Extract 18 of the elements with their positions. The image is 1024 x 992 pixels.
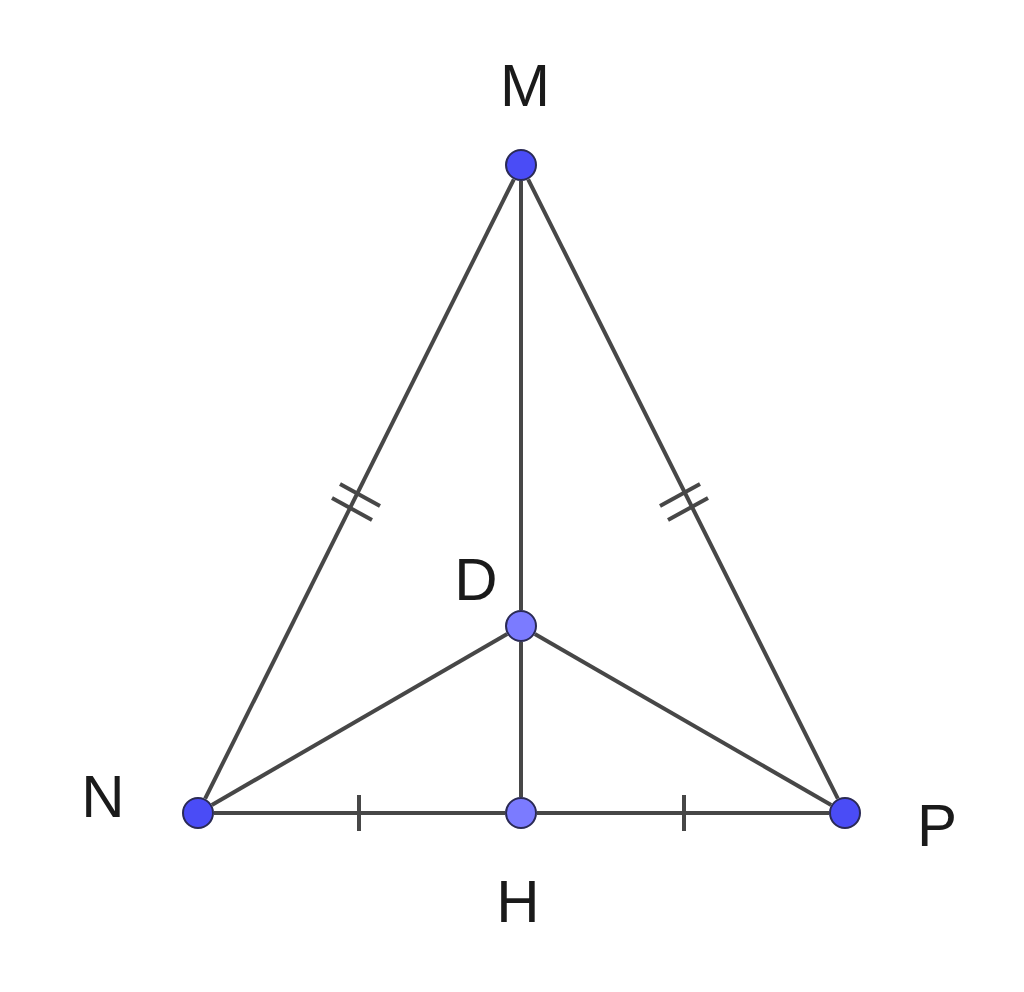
point-dot bbox=[829, 797, 861, 829]
line-segment bbox=[210, 632, 509, 807]
point-dot bbox=[505, 610, 537, 642]
line-segment bbox=[519, 642, 523, 797]
point-dot bbox=[505, 149, 537, 181]
line-segment bbox=[537, 811, 829, 815]
point-dot bbox=[505, 797, 537, 829]
line-segment bbox=[533, 632, 833, 807]
point-label: P bbox=[917, 796, 957, 856]
point-dot bbox=[182, 797, 214, 829]
point-label: D bbox=[454, 550, 498, 610]
point-label: N bbox=[81, 767, 125, 827]
point-label: M bbox=[500, 56, 550, 116]
line-segment bbox=[203, 178, 516, 800]
line-segment bbox=[214, 811, 505, 815]
line-segment bbox=[526, 178, 840, 800]
line-segment bbox=[519, 181, 523, 610]
point-label: H bbox=[496, 872, 540, 932]
